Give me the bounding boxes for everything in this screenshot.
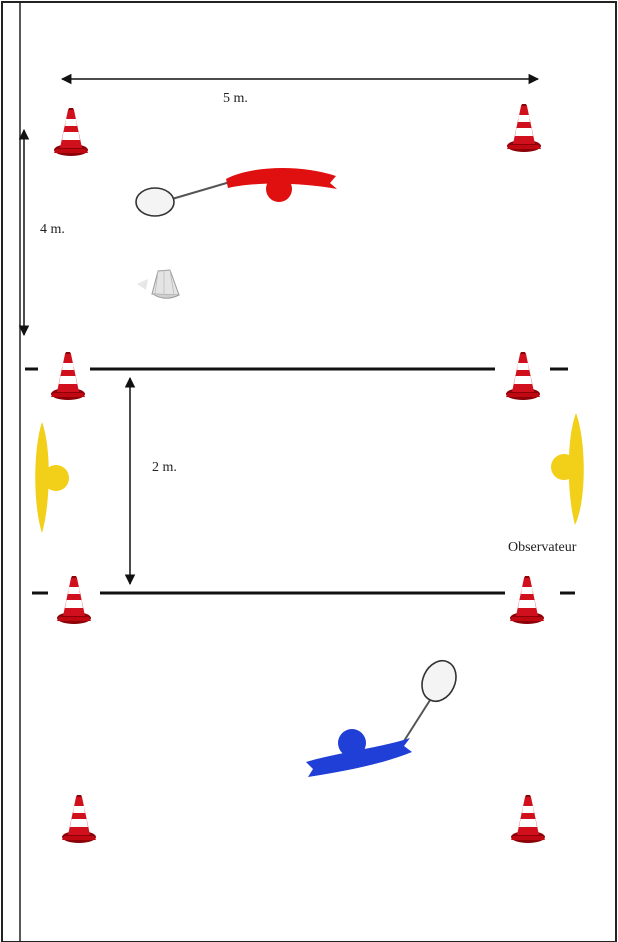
observer-right: [551, 413, 584, 525]
cone-icon: [62, 795, 96, 843]
racket-icon: [416, 655, 463, 707]
cone-icon: [511, 795, 545, 843]
cone-icon: [510, 576, 544, 624]
observer-label: Observateur: [508, 540, 576, 556]
cone-icon: [57, 576, 91, 624]
depth-label: 4 m.: [40, 222, 65, 238]
cone-icon: [506, 352, 540, 400]
cone-icon: [507, 104, 541, 152]
player-bottom: [306, 655, 462, 777]
width-label: 5 m.: [223, 91, 248, 107]
shuttlecock-icon: [137, 270, 179, 298]
cone-icon: [54, 108, 88, 156]
racket-handle: [172, 182, 230, 199]
zone-label: 2 m.: [152, 460, 177, 476]
player-top: [136, 168, 337, 216]
racket-icon: [136, 188, 174, 216]
cone-icon: [51, 352, 85, 400]
observer-left: [35, 422, 69, 533]
racket-handle: [404, 697, 432, 741]
